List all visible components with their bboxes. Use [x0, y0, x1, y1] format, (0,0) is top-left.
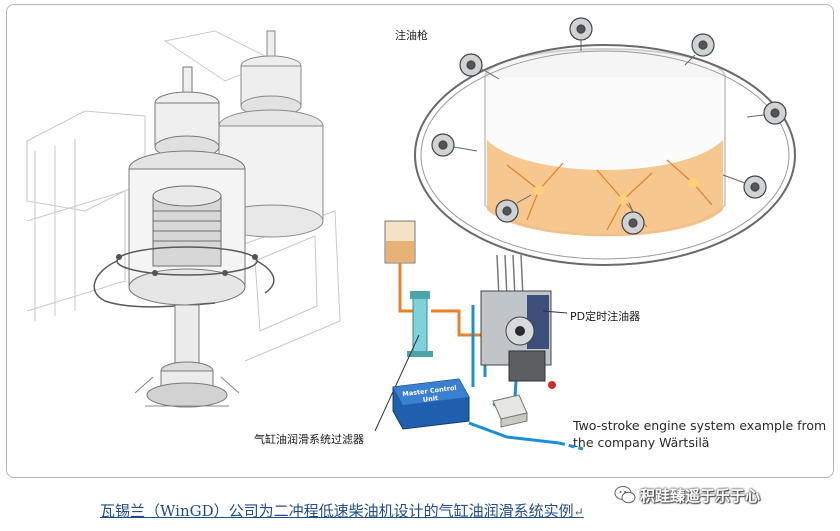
control-box: [492, 394, 528, 428]
filter-label: 气缸油润滑系统过滤器: [254, 433, 364, 446]
master-control-unit: [392, 378, 470, 430]
wechat-icon: [614, 486, 636, 504]
note-line-2: the company Wärtsilä: [573, 435, 710, 450]
figure-frame: 注油枪 PD定时注油器 气缸油润滑系统过滤器 Two-stroke engine…: [6, 4, 834, 478]
caption-text: 瓦锡兰（WinGD）公司为二冲程低速柴油机设计的气缸油润滑系统实例: [100, 502, 574, 520]
system-note: Two-stroke engine system example from th…: [573, 417, 826, 451]
cylinder-liner: [484, 48, 726, 237]
injector-label: 注油枪: [395, 29, 428, 42]
engine-cutaway-illustration: [25, 21, 345, 416]
figure-caption: 瓦锡兰（WinGD）公司为二冲程低速柴油机设计的气缸油润滑系统实例↵: [100, 500, 584, 521]
note-line-1: Two-stroke engine system example from: [573, 418, 827, 433]
watermark-text: 积跬臻遥于乐于心: [640, 486, 761, 505]
return-mark: ↵: [573, 505, 584, 519]
pd-lubricator-unit: [480, 290, 556, 389]
watermark: 积跬臻遥于乐于心: [614, 484, 760, 506]
pd-lubricator-label: PD定时注油器: [570, 310, 641, 323]
lubrication-system-schematic: [352, 5, 833, 475]
